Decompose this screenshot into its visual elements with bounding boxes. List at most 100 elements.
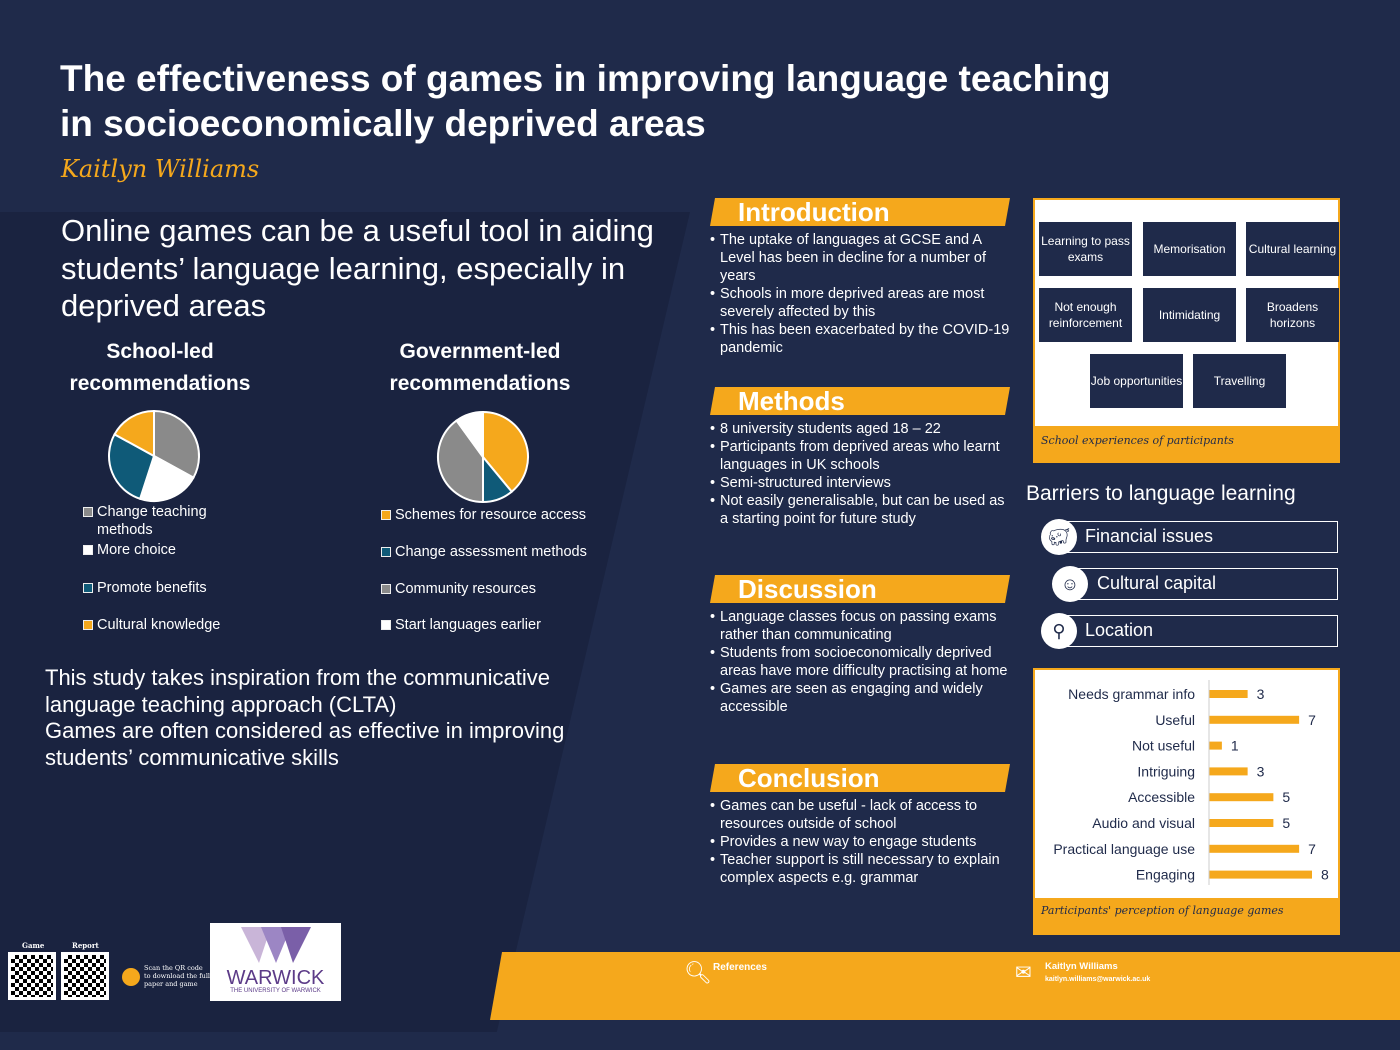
bar-category-label: Intriguing: [1137, 763, 1195, 779]
conclusion-bullet: Teacher support is still necessary to ex…: [710, 851, 1010, 887]
mail-icon: ✉: [1015, 962, 1032, 984]
pie-slice: [138, 454, 195, 502]
study-text-1: This study takes inspiration from the co…: [45, 665, 550, 717]
experience-word: Travelling: [1193, 354, 1286, 408]
legend-label: Community resources: [395, 581, 537, 597]
conclusion-section: Conclusion Games can be useful - lack of…: [710, 764, 1010, 887]
poster-title: The effectiveness of games in improving …: [60, 58, 1111, 144]
legend-item: Schemes for resource access: [381, 506, 601, 524]
bar: [1209, 870, 1312, 879]
study-text-2: Games are often considered as effective …: [45, 718, 565, 770]
bar-value-label: 8: [1321, 867, 1329, 883]
piggy-bank-icon: 🐖︎: [1041, 519, 1077, 555]
bar-category-label: Practical language use: [1053, 841, 1195, 857]
headline: Online games can be a useful tool in aid…: [61, 213, 654, 323]
legend-label: Change assessment methods: [395, 544, 587, 560]
head-brain-icon: ☺: [1052, 566, 1088, 602]
legend-label: Cultural knowledge: [97, 617, 221, 633]
bar-category-label: Engaging: [1136, 867, 1195, 883]
methods-bullet: Semi-structured interviews: [710, 474, 1010, 492]
conclusion-bullet: Games can be useful - lack of access to …: [710, 797, 1010, 833]
bar-category-label: Useful: [1155, 712, 1195, 728]
experience-word: Job opportunities: [1090, 354, 1183, 408]
legend-label: Promote benefits: [97, 580, 207, 596]
experience-word: Cultural learning: [1246, 222, 1339, 276]
legend-label: More choice: [97, 542, 176, 558]
qr-code-report[interactable]: [61, 952, 109, 1000]
logo-sub: THE UNIVERSITY OF WARWICK: [230, 988, 321, 994]
barrier-label: Cultural capital: [1097, 573, 1217, 593]
introduction-bullet: Schools in more deprived areas are most …: [710, 285, 1010, 321]
legend-swatch: [83, 620, 93, 630]
bar: [1209, 741, 1222, 750]
legend-item: Change teaching methods: [83, 503, 233, 539]
bar: [1209, 715, 1300, 724]
methods-heading: Methods: [710, 387, 1010, 415]
references-link[interactable]: References: [713, 962, 767, 973]
legend-item: More choice: [83, 541, 233, 559]
legend-swatch: [381, 584, 391, 594]
legend-item: Change assessment methods: [381, 543, 601, 561]
pie-slice: [153, 409, 200, 480]
conclusion-heading: Conclusion: [710, 764, 1010, 792]
experience-word: Not enough reinforcement: [1039, 288, 1132, 342]
discussion-bullet: Students from socioeconomically deprived…: [710, 644, 1010, 680]
school-heading: School-led recommendations: [69, 340, 251, 395]
government-heading: Government-led recommendations: [389, 340, 571, 395]
connector-dot: [122, 968, 140, 986]
bar-category-label: Needs grammar info: [1068, 686, 1195, 702]
perception-caption: Participants' perception of language gam…: [1041, 904, 1284, 917]
author: Kaitlyn Williams: [61, 155, 260, 183]
bar-value-label: 7: [1308, 712, 1316, 728]
methods-bullet: Participants from deprived areas who lea…: [710, 438, 1010, 474]
qr-code-game[interactable]: [8, 952, 56, 1000]
introduction-section: Introduction The uptake of languages at …: [710, 198, 1010, 357]
legend-item: Promote benefits: [83, 579, 233, 597]
bar-value-label: 1: [1231, 738, 1239, 754]
legend-swatch: [381, 547, 391, 557]
barrier-item: Financial issues: [1060, 521, 1338, 553]
qr-game-label: Game: [22, 941, 45, 950]
pie-slice: [455, 410, 484, 461]
legend-item: Cultural knowledge: [83, 616, 233, 634]
bar-value-label: 5: [1282, 815, 1290, 831]
conclusion-bullet: Provides a new way to engage students: [710, 833, 1010, 851]
contact-name: Kaitlyn Williams: [1045, 961, 1118, 972]
bar-value-label: 3: [1257, 763, 1265, 779]
discussion-heading: Discussion: [710, 575, 1010, 603]
study-text: This study takes inspiration from the co…: [45, 665, 585, 771]
pie-slice: [437, 419, 484, 504]
bar: [1209, 844, 1300, 853]
barrier-label: Financial issues: [1085, 526, 1214, 546]
bar: [1209, 767, 1248, 776]
barrier-label: Location: [1085, 620, 1154, 640]
introduction-heading: Introduction: [710, 198, 1010, 226]
bar-value-label: 7: [1308, 841, 1316, 857]
barrier-item: Cultural capital: [1072, 568, 1338, 600]
introduction-bullet: This has been exacerbated by the COVID-1…: [710, 321, 1010, 357]
bar: [1209, 793, 1274, 802]
methods-section: Methods 8 university students aged 18 – …: [710, 387, 1010, 528]
legend-swatch: [83, 583, 93, 593]
legend-swatch: [83, 545, 93, 555]
bar-category-label: Not useful: [1132, 738, 1195, 754]
bar-value-label: 5: [1282, 789, 1290, 805]
discussion-bullet: Language classes focus on passing exams …: [710, 608, 1010, 644]
legend-item: Community resources: [381, 580, 601, 598]
introduction-bullet: The uptake of languages at GCSE and A Le…: [710, 231, 1010, 285]
pie-slice: [482, 410, 529, 494]
methods-bullet: Not easily generalisable, but can be use…: [710, 492, 1010, 528]
legend-item: Start languages earlier: [381, 616, 601, 634]
discussion-bullet: Games are seen as engaging and widely ac…: [710, 680, 1010, 716]
barriers-heading: Barriers to language learning: [1026, 482, 1296, 505]
experiences-caption: School experiences of participants: [1041, 434, 1234, 447]
legend-swatch: [381, 510, 391, 520]
experience-word: Broadens horizons: [1246, 288, 1339, 342]
methods-bullet: 8 university students aged 18 – 22: [710, 420, 1010, 438]
contact-email[interactable]: kaitlyn.williams@warwick.ac.uk: [1045, 976, 1151, 983]
experience-word: Memorisation: [1143, 222, 1236, 276]
legend-label: Change teaching methods: [97, 504, 207, 538]
